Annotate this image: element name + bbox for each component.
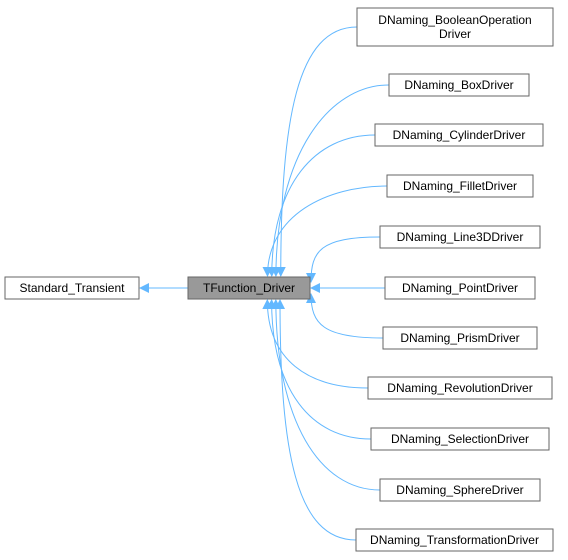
- node-prism[interactable]: DNaming_PrismDriver: [382, 326, 538, 350]
- node-point-box: [384, 276, 536, 300]
- node-point-label: DNaming_PointDriver: [402, 281, 518, 295]
- node-transformation-box: [355, 528, 554, 552]
- node-fillet-label: DNaming_FilletDriver: [403, 179, 517, 193]
- node-line3d[interactable]: DNaming_Line3DDriver: [379, 225, 541, 249]
- nodes: TFunction_DriverStandard_TransientDNamin…: [4, 7, 554, 552]
- node-selection[interactable]: DNaming_SelectionDriver: [370, 427, 550, 451]
- node-point[interactable]: DNaming_PointDriver: [384, 276, 536, 300]
- node-cylinder[interactable]: DNaming_CylinderDriver: [374, 123, 544, 147]
- edge-revolution-to-tfunction: [262, 299, 369, 389]
- node-revolution-label: DNaming_RevolutionDriver: [387, 381, 532, 395]
- node-box-label: DNaming_BoxDriver: [404, 78, 513, 92]
- edge-boolean-to-tfunction: [275, 26, 358, 277]
- node-sphere-box: [379, 478, 541, 502]
- node-cylinder-box: [374, 123, 544, 147]
- node-standard[interactable]: Standard_Transient: [4, 276, 140, 300]
- edge-fillet-to-tfunction: [262, 185, 388, 277]
- node-line3d-box: [379, 225, 541, 249]
- node-boolean-box: [356, 7, 554, 47]
- node-fillet-box: [386, 174, 534, 198]
- node-prism-box: [382, 326, 538, 350]
- node-boolean-label: Driver: [439, 27, 471, 41]
- edges: [139, 26, 390, 541]
- node-cylinder-label: DNaming_CylinderDriver: [393, 128, 526, 142]
- node-line3d-label: DNaming_Line3DDriver: [397, 230, 524, 244]
- node-standard-label: Standard_Transient: [20, 281, 126, 295]
- node-tfunction-box: [187, 276, 311, 300]
- edge-line3d-to-tfunction: [306, 236, 381, 283]
- node-boolean-label: DNaming_BooleanOperation: [378, 13, 531, 27]
- edge-selection-to-tfunction: [266, 299, 372, 440]
- edge-sphere-to-tfunction: [270, 299, 381, 491]
- node-box[interactable]: DNaming_BoxDriver: [388, 73, 530, 97]
- node-transformation-label: DNaming_TransformationDriver: [370, 533, 539, 547]
- node-fillet[interactable]: DNaming_FilletDriver: [386, 174, 534, 198]
- edge-prism-to-tfunction: [306, 293, 384, 339]
- node-selection-label: DNaming_SelectionDriver: [391, 432, 529, 446]
- node-selection-box: [370, 427, 550, 451]
- edge-transformation-to-tfunction: [275, 299, 357, 541]
- node-tfunction: TFunction_Driver: [187, 276, 311, 300]
- node-revolution-box: [367, 376, 553, 400]
- node-revolution[interactable]: DNaming_RevolutionDriver: [367, 376, 553, 400]
- node-box-box: [388, 73, 530, 97]
- node-transformation[interactable]: DNaming_TransformationDriver: [355, 528, 554, 552]
- node-sphere[interactable]: DNaming_SphereDriver: [379, 478, 541, 502]
- node-tfunction-label: TFunction_Driver: [203, 281, 295, 295]
- edge-box-to-tfunction: [270, 84, 390, 277]
- edge-cylinder-to-tfunction: [266, 134, 376, 277]
- node-sphere-label: DNaming_SphereDriver: [396, 483, 523, 497]
- node-prism-label: DNaming_PrismDriver: [400, 331, 519, 345]
- node-standard-box: [4, 276, 140, 300]
